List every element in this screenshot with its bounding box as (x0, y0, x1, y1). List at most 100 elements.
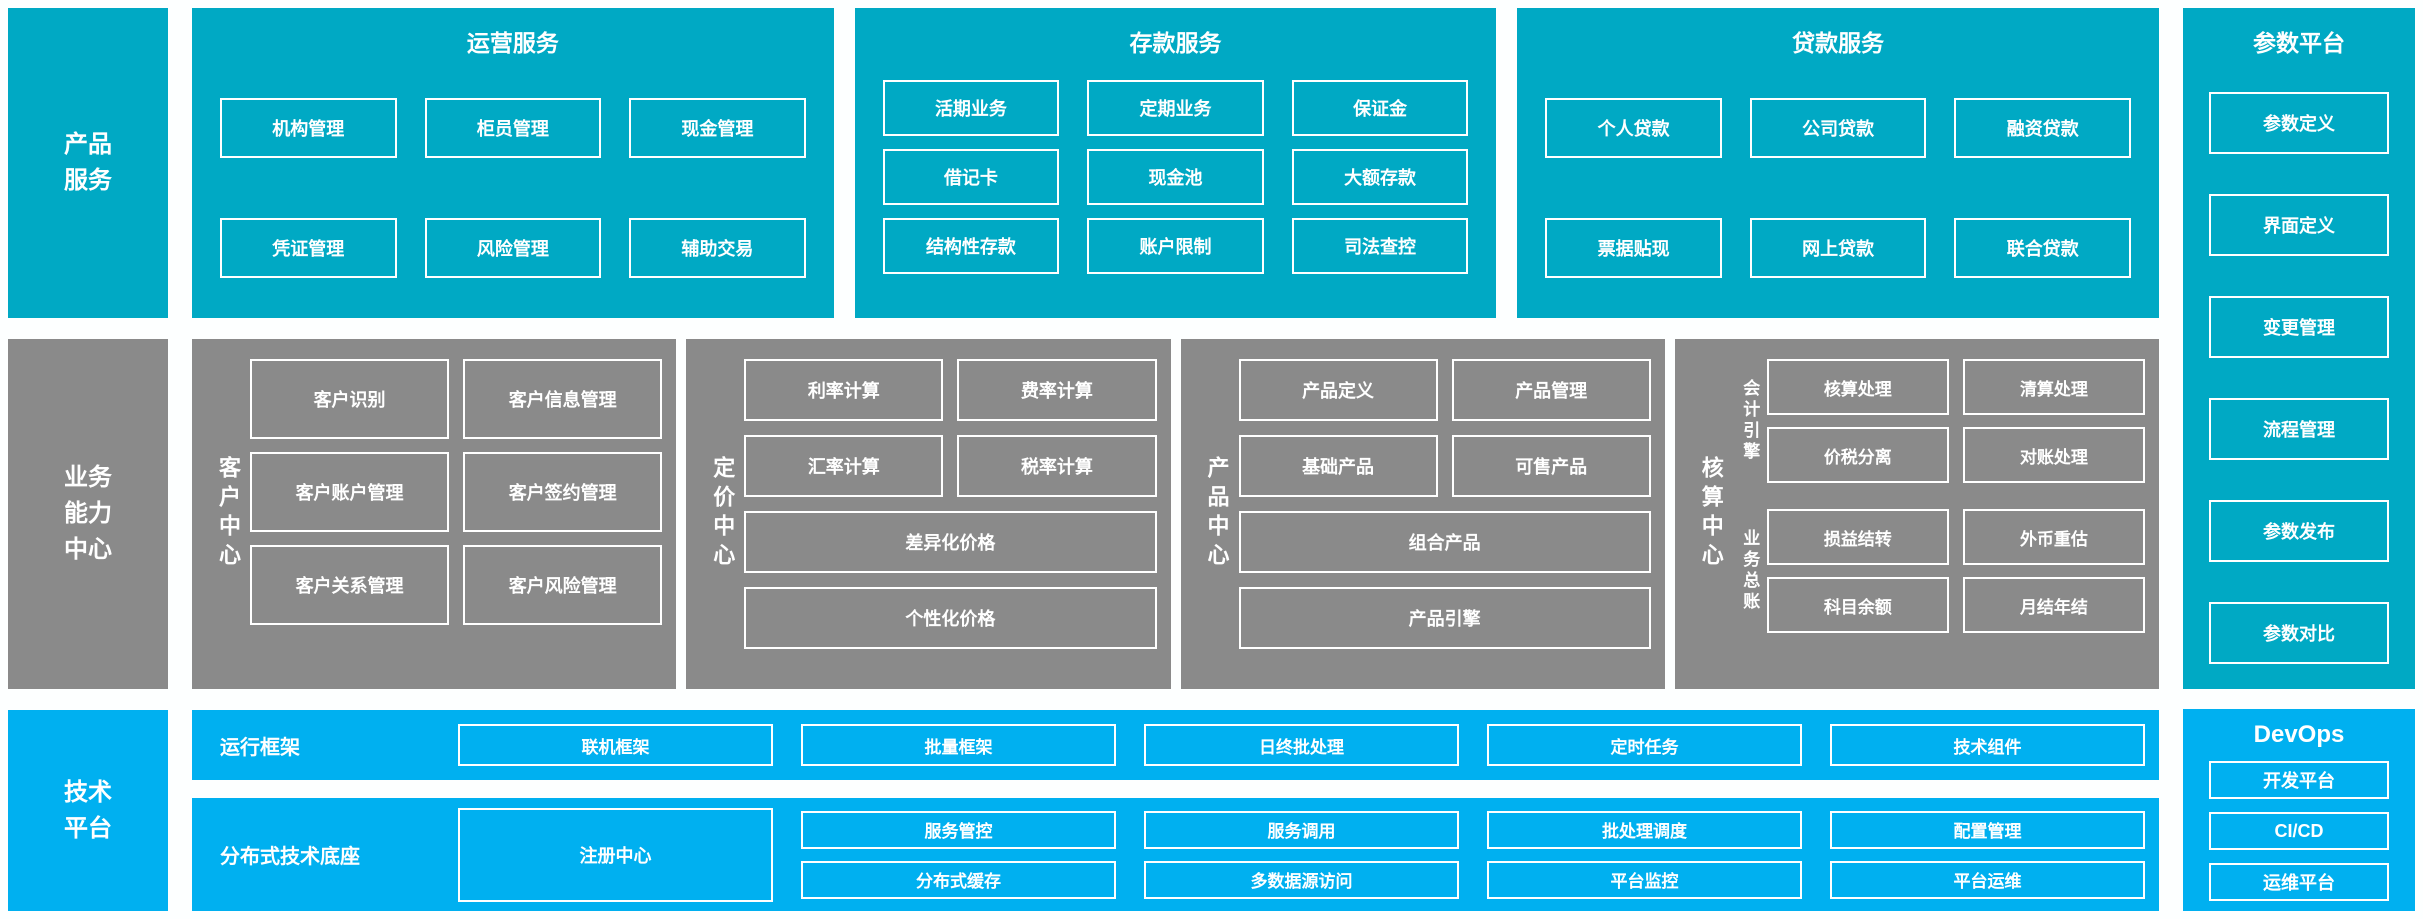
tech-box: 批量框架 (801, 724, 1116, 766)
capability-box: 对账处理 (1962, 427, 2145, 483)
service-box: 机构管理 (220, 98, 397, 158)
customer-center-block: 客户中心 客户识别 客户信息管理 客户账户管理 客户签约管理 客户关系管理 客户… (192, 339, 677, 689)
service-box: 联合贷款 (1954, 218, 2132, 278)
capability-box: 客户关系管理 (250, 545, 450, 625)
vertical-label-text: 客户中心 (216, 456, 241, 572)
accounting-engine-group: 会计引擎 核算处理 清算处理 价税分离 对账处理 (1733, 359, 2145, 483)
vertical-label-text: 会计引擎 (1740, 379, 1760, 463)
service-box: 柜员管理 (424, 98, 602, 158)
service-box: 大额存款 (1291, 149, 1469, 205)
tech-box: 日终批处理 (1144, 724, 1459, 766)
deposit-service-section: 存款服务 活期业务 定期业务 保证金 借记卡 现金池 大额存款 结构性存款 账户… (854, 8, 1497, 318)
capability-box-wide: 产品引擎 (1238, 587, 1651, 649)
section-title: 存款服务 (1129, 30, 1222, 56)
base-column: 服务调用 多数据源访问 (1144, 808, 1459, 902)
tech-box: 服务调用 (1144, 810, 1459, 849)
accounting-center-inner: 核算中心 会计引擎 核算处理 清算处理 价税分离 对账处理 (1689, 359, 2145, 669)
tech-box: 技术组件 (1830, 724, 2145, 766)
rail-label-text: 业务能力中心 (64, 464, 112, 563)
section-title: 参数平台 (2253, 30, 2345, 56)
product-center-label: 产品中心 (1195, 339, 1239, 689)
customer-center-label: 客户中心 (206, 339, 250, 689)
pricing-center-block: 定价中心 利率计算 费率计算 汇率计算 税率计算 差异化价格 个性化价格 (686, 339, 1171, 689)
runtime-framework-band: 运行框架 联机框架 批量框架 日终批处理 定时任务 技术组件 (192, 710, 2159, 780)
capability-box: 客户识别 (250, 359, 450, 439)
parameter-box: 界面定义 (2209, 194, 2389, 256)
loan-boxes: 个人贷款 公司贷款 融资贷款 票据贴现 网上贷款 联合贷款 (1545, 98, 2132, 278)
pricing-center-label: 定价中心 (700, 339, 744, 689)
registry-column: 注册中心 (458, 807, 773, 902)
center-column: 运营服务 机构管理 柜员管理 现金管理 凭证管理 风险管理 辅助交易 存款服务 … (192, 8, 2160, 911)
accounting-groups: 会计引擎 核算处理 清算处理 价税分离 对账处理 业务总账 (1733, 359, 2145, 669)
business-ledger-label: 业务总账 (1733, 509, 1767, 633)
devops-box: CI/CD (2209, 812, 2389, 850)
capability-box: 价税分离 (1766, 427, 1949, 483)
devops-section: DevOps 开发平台 CI/CD 运维平台 (2183, 709, 2415, 911)
operations-service-section: 运营服务 机构管理 柜员管理 现金管理 凭证管理 风险管理 辅助交易 (192, 8, 834, 318)
runtime-framework-boxes: 联机框架 批量框架 日终批处理 定时任务 技术组件 (458, 724, 2145, 766)
devops-box: 开发平台 (2209, 761, 2389, 799)
deposit-boxes: 活期业务 定期业务 保证金 借记卡 现金池 大额存款 结构性存款 账户限制 司法… (882, 80, 1469, 274)
customer-center-boxes: 客户识别 客户信息管理 客户账户管理 客户签约管理 客户关系管理 客户风险管理 (250, 339, 663, 689)
tech-box: 服务管控 (801, 810, 1116, 849)
product-services-row: 运营服务 机构管理 柜员管理 现金管理 凭证管理 风险管理 辅助交易 存款服务 … (192, 8, 2160, 318)
right-column: 参数平台 参数定义 界面定义 变更管理 流程管理 参数发布 参数对比 DevOp… (2183, 8, 2415, 911)
business-capability-rail-label: 业务能力中心 (8, 339, 168, 689)
capability-box: 产品管理 (1451, 359, 1651, 421)
capability-box: 产品定义 (1238, 359, 1438, 421)
parameter-box: 参数对比 (2209, 602, 2389, 664)
service-box: 公司贷款 (1749, 98, 1927, 158)
capability-box-wide: 个性化价格 (744, 587, 1157, 649)
service-box: 现金池 (1087, 149, 1264, 205)
tech-box: 定时任务 (1487, 724, 1802, 766)
service-box: 个人贷款 (1545, 98, 1722, 158)
product-center-boxes: 产品定义 产品管理 基础产品 可售产品 组合产品 产品引擎 (1238, 339, 1651, 689)
capability-box: 利率计算 (744, 359, 944, 421)
service-box: 现金管理 (629, 98, 806, 158)
accounting-center-label: 核算中心 (1689, 359, 1733, 669)
service-box: 账户限制 (1087, 218, 1264, 274)
service-box: 凭证管理 (220, 218, 397, 278)
service-box: 票据贴现 (1545, 218, 1722, 278)
parameter-box: 变更管理 (2209, 296, 2389, 358)
parameter-box: 参数定义 (2209, 92, 2389, 154)
capability-box: 核算处理 (1766, 359, 1949, 415)
tech-box: 平台监控 (1487, 860, 1802, 899)
parameter-platform-boxes: 参数定义 界面定义 变更管理 流程管理 参数发布 参数对比 (2209, 92, 2389, 664)
service-box: 定期业务 (1087, 80, 1264, 136)
service-box: 辅助交易 (629, 218, 806, 278)
rail-label-text: 技术平台 (64, 778, 112, 842)
service-box: 借记卡 (882, 149, 1060, 205)
distributed-base-boxes: 注册中心 服务管控 分布式缓存 服务调用 多数据源访问 批处理调度 平台监控 (458, 807, 2145, 902)
capability-box-wide: 组合产品 (1238, 511, 1651, 573)
product-services-rail-label: 产品服务 (8, 8, 168, 318)
section-title: 运营服务 (466, 30, 559, 56)
vertical-label-text: 产品中心 (1204, 456, 1230, 572)
capability-box: 客户信息管理 (463, 359, 663, 439)
devops-title: DevOps (2253, 721, 2345, 748)
tech-box: 联机框架 (458, 724, 773, 766)
parameter-platform-section: 参数平台 参数定义 界面定义 变更管理 流程管理 参数发布 参数对比 (2183, 8, 2415, 689)
distributed-base-band: 分布式技术底座 注册中心 服务管控 分布式缓存 服务调用 多数据源访问 批处理调… (192, 798, 2159, 911)
capability-box: 基础产品 (1238, 435, 1438, 497)
devops-box: 运维平台 (2209, 863, 2389, 901)
base-column: 批处理调度 平台监控 (1487, 808, 1802, 902)
devops-boxes: 开发平台 CI/CD 运维平台 (2209, 761, 2389, 901)
technology-platform-rail-label: 技术平台 (8, 710, 168, 911)
capability-box: 清算处理 (1962, 359, 2145, 415)
accounting-center-block: 核算中心 会计引擎 核算处理 清算处理 价税分离 对账处理 (1674, 339, 2159, 689)
tech-box: 批处理调度 (1487, 810, 1802, 849)
left-rail: 产品服务 业务能力中心 技术平台 (8, 8, 168, 911)
vertical-label-text: 核算中心 (1698, 456, 1724, 572)
capability-box: 客户账户管理 (250, 452, 450, 532)
base-column: 服务管控 分布式缓存 (801, 808, 1116, 902)
capability-box: 税率计算 (957, 435, 1157, 497)
business-ledger-group: 业务总账 损益结转 外币重估 科目余额 月结年结 (1733, 509, 2145, 633)
accounting-engine-label: 会计引擎 (1733, 359, 1767, 483)
business-ledger-boxes: 损益结转 外币重估 科目余额 月结年结 (1766, 509, 2145, 633)
service-box: 风险管理 (424, 218, 602, 278)
tech-box: 注册中心 (458, 807, 773, 902)
service-box: 保证金 (1291, 80, 1469, 136)
tech-box: 分布式缓存 (801, 860, 1116, 899)
